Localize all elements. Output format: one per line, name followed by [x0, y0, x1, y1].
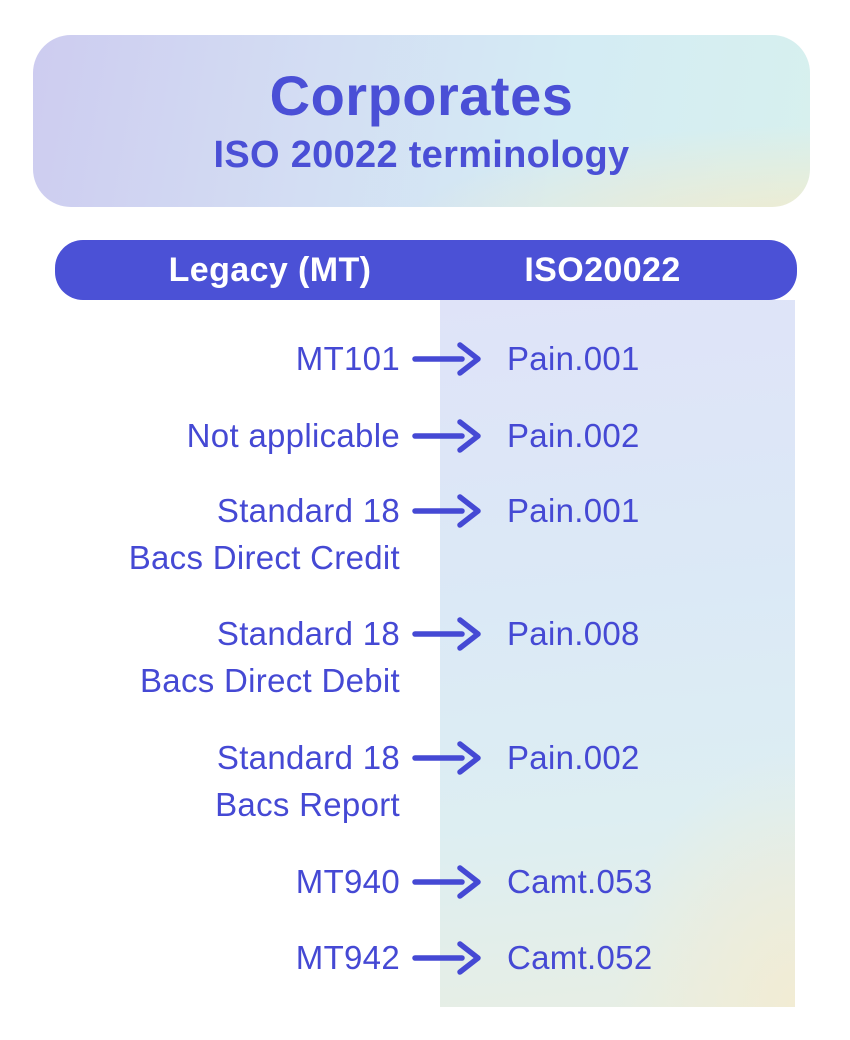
table-row: MT940 Camt.053: [0, 858, 850, 954]
right-arrow-icon: [412, 940, 484, 976]
right-arrow-icon: [412, 740, 484, 776]
table-row: Not applicable Pain.002: [0, 412, 850, 508]
legacy-value: Standard 18 Bacs Direct Debit: [139, 615, 400, 699]
table-header-bar: Legacy (MT) ISO20022: [55, 240, 797, 300]
legacy-value: MT940: [295, 863, 400, 900]
right-arrow-icon: [412, 493, 484, 529]
header-card: Corporates ISO 20022 terminology: [33, 35, 810, 207]
column-header-legacy: Legacy (MT): [168, 251, 372, 289]
table-row: Standard 18 Bacs Direct Debit Pain.008: [0, 610, 850, 706]
table-row: Standard 18 Bacs Report Pain.002: [0, 734, 850, 830]
table-row: Standard 18 Bacs Direct Credit Pain.001: [0, 487, 850, 583]
iso-value: Pain.008: [507, 615, 640, 652]
page-title: Corporates: [269, 63, 574, 127]
legacy-value: Standard 18 Bacs Direct Credit: [128, 492, 400, 576]
right-arrow-icon: [412, 616, 484, 652]
right-arrow-icon: [412, 418, 484, 454]
iso-column-background: [440, 300, 795, 1007]
iso-value: Camt.053: [507, 863, 653, 900]
legacy-value: MT101: [295, 340, 400, 377]
iso-value: Pain.002: [507, 417, 640, 454]
legacy-value: MT942: [295, 939, 400, 976]
column-header-iso: ISO20022: [524, 251, 681, 289]
legacy-value: Not applicable: [186, 417, 400, 454]
right-arrow-icon: [412, 341, 484, 377]
right-arrow-icon: [412, 864, 484, 900]
iso-value: Pain.001: [507, 492, 640, 529]
iso-value: Pain.001: [507, 340, 640, 377]
legacy-value: Standard 18 Bacs Report: [215, 739, 400, 823]
table-row: MT101 Pain.001: [0, 335, 850, 431]
iso-value: Camt.052: [507, 939, 653, 976]
iso-value: Pain.002: [507, 739, 640, 776]
page-subtitle: ISO 20022 terminology: [213, 134, 630, 177]
table-row: MT942 Camt.052: [0, 934, 850, 1030]
